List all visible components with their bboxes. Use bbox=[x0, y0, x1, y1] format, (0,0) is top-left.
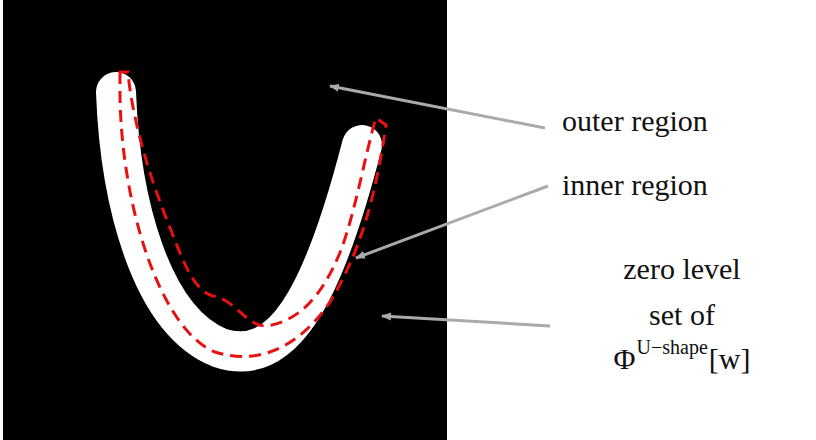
leader-line bbox=[356, 186, 548, 258]
leader-line bbox=[330, 86, 545, 128]
image-background bbox=[3, 0, 447, 440]
math-argument: [w] bbox=[709, 342, 751, 376]
region-label: inner region bbox=[562, 168, 708, 202]
math-symbol: Φ bbox=[614, 342, 636, 376]
zero-level-contour bbox=[120, 72, 386, 356]
math-superscript: U−shape bbox=[637, 336, 708, 359]
contour-label: zero level set of bbox=[607, 246, 757, 338]
leader-line bbox=[382, 316, 550, 326]
region-label: outer region bbox=[562, 104, 708, 138]
